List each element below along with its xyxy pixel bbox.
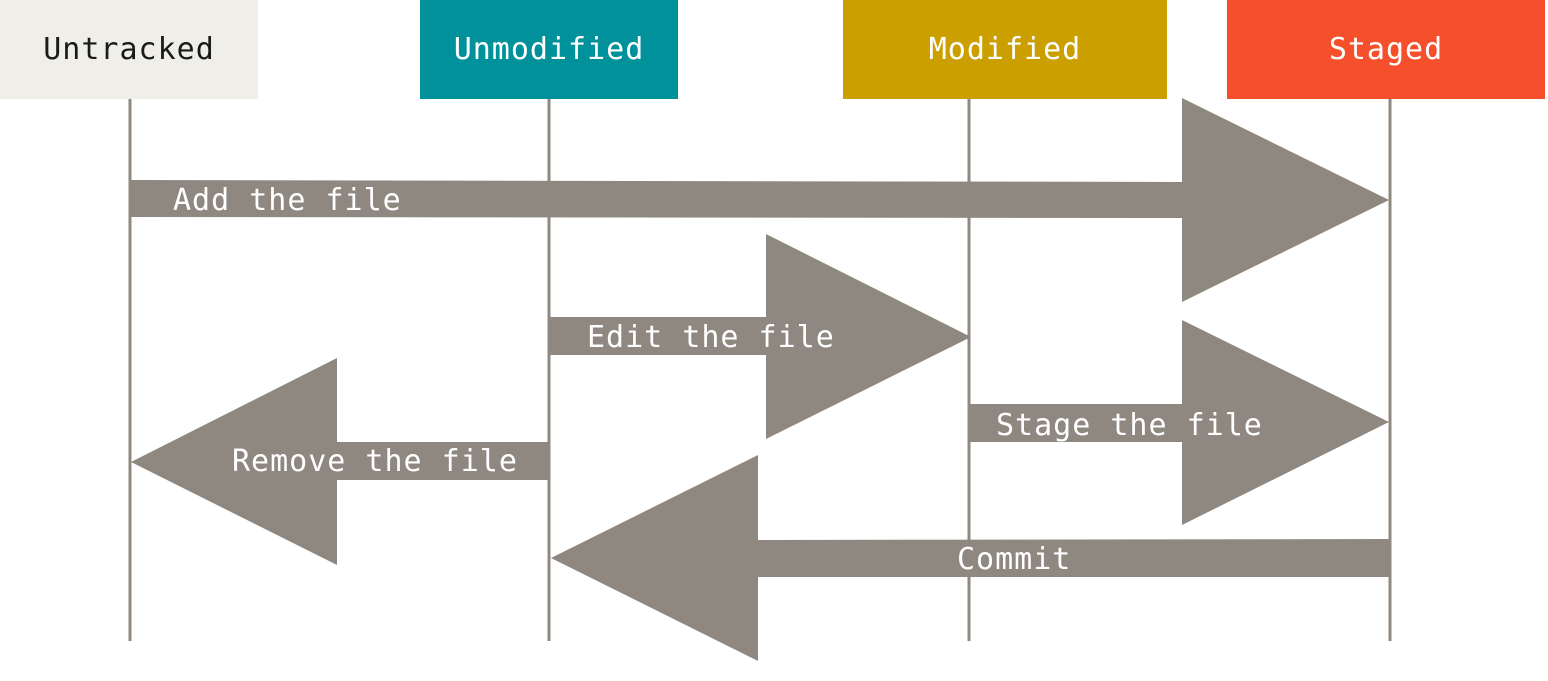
arrow-remove-label: Remove the file [232, 444, 518, 479]
arrow-commit [551, 455, 1390, 661]
state-untracked: Untracked [0, 0, 258, 99]
state-modified-label: Modified [928, 32, 1082, 67]
state-staged: Staged [1227, 0, 1545, 99]
arrow-edit-label: Edit the file [587, 320, 835, 355]
arrow-stage-label: Stage the file [996, 408, 1263, 443]
arrow-edit [549, 234, 971, 439]
state-untracked-label: Untracked [43, 32, 215, 67]
arrow-add [130, 98, 1389, 302]
arrow-add-label: Add the file [173, 183, 402, 218]
state-unmodified: Unmodified [420, 0, 678, 99]
arrow-remove [131, 358, 549, 565]
state-staged-label: Staged [1328, 32, 1444, 67]
state-unmodified-label: Unmodified [453, 32, 645, 67]
state-modified: Modified [843, 0, 1167, 99]
arrow-commit-label: Commit [957, 542, 1071, 577]
arrow-stage [969, 320, 1389, 525]
